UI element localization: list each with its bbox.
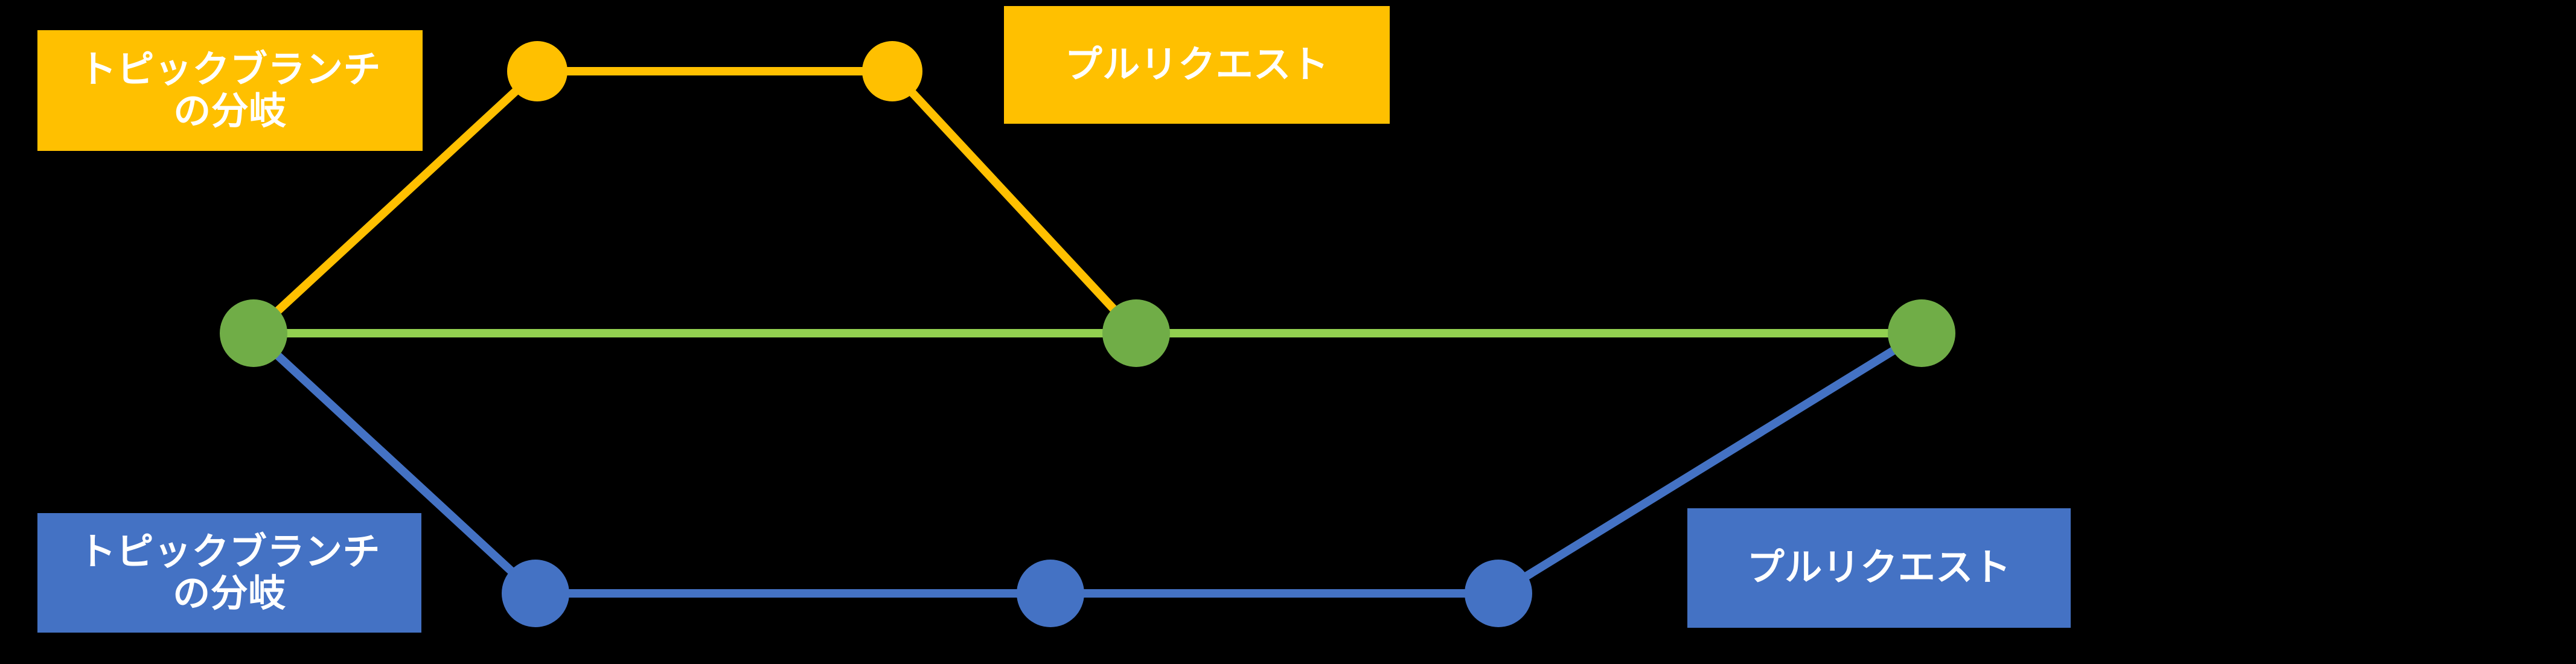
commit-node-g1[interactable] [220, 299, 287, 367]
commit-node-b3[interactable] [1465, 560, 1532, 627]
edge-b3-g3 [1496, 330, 1924, 597]
edge-g1-a1 [251, 68, 540, 337]
commit-node-a1[interactable] [507, 41, 567, 101]
commit-node-b1[interactable] [502, 560, 569, 627]
edge-layer [251, 67, 1924, 598]
commit-node-b2[interactable] [1017, 560, 1084, 627]
callout-topic-branch-bottom: トピックブランチ の分岐 [37, 513, 421, 633]
callout-topic-branch-top: トピックブランチ の分岐 [37, 30, 423, 151]
commit-node-a2[interactable] [862, 41, 922, 101]
callout-pull-request-bottom: プルリクエスト [1687, 508, 2071, 628]
commit-node-g2[interactable] [1102, 299, 1170, 367]
callout-pull-request-top: プルリクエスト [1004, 6, 1390, 124]
commit-node-g3[interactable] [1888, 299, 1955, 367]
edge-g1-b1 [251, 330, 539, 597]
node-layer [220, 41, 1955, 627]
edge-a2-g2 [889, 68, 1140, 336]
